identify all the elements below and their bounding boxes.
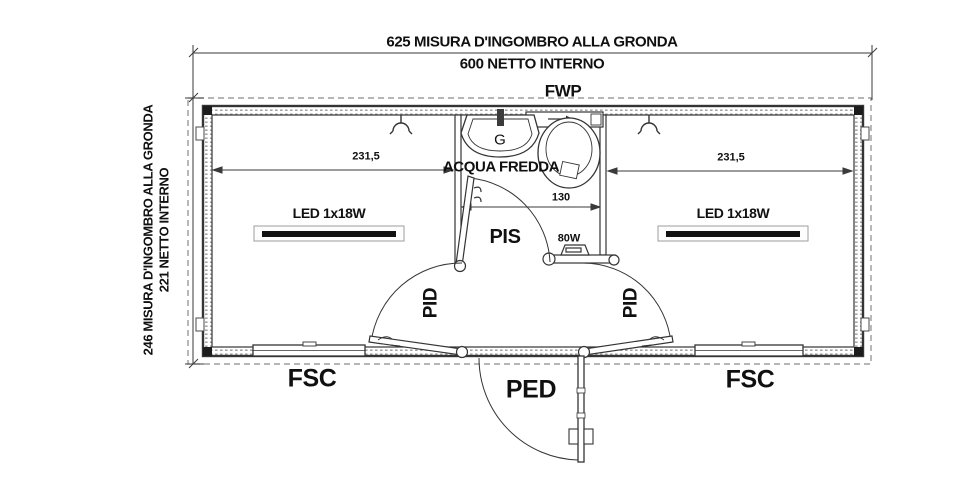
pid-label-left: PID (420, 287, 442, 319)
pid-label-right: PID (620, 287, 642, 319)
light-80w-fixture (542, 244, 620, 266)
led-fixture-left (253, 225, 405, 242)
door-pis (453, 175, 551, 273)
dimension-line-bathroom (460, 203, 602, 211)
toilet (537, 117, 601, 189)
door-pid-right (577, 262, 674, 359)
dimension-line-room-left (211, 166, 455, 174)
dim-label-top-inner: 600 NETTO INTERNO (459, 55, 605, 73)
dim-label-bathroom: 130 (551, 191, 571, 204)
wall-hatch (204, 107, 862, 356)
window-fsc-left (252, 341, 366, 357)
wall-brackets (195, 126, 870, 332)
fwp-label: FWP (544, 81, 582, 101)
pis-label: PIS (489, 226, 521, 248)
lamp-symbol-right (637, 115, 661, 135)
fsc-label-right: FSC (725, 365, 775, 394)
dim-label-room-right: 231,5 (717, 151, 745, 164)
lamp-symbol-left (389, 115, 413, 135)
dim-label-top-outer: 625 MISURA D'INGOMBRO ALLA GRONDA (386, 33, 678, 51)
dimension-line-left (185, 92, 204, 369)
led-label-left: LED 1x18W (292, 205, 366, 221)
door-pid-left (368, 262, 469, 359)
acqua-fredda-label: ACQUA FREDDA (442, 158, 560, 176)
corner-posts (203, 106, 863, 356)
ped-label: PED (505, 375, 557, 404)
sink (460, 109, 540, 158)
dimension-line-room-right (606, 167, 854, 175)
window-fsc-right (694, 341, 804, 357)
door-ped (478, 355, 594, 463)
dimension-line-top (188, 45, 878, 100)
fsc-label-left: FSC (287, 364, 337, 393)
dim-label-left-inner: 221 NETTO INTERNO (156, 167, 172, 293)
led-label-right: LED 1x18W (696, 205, 770, 221)
roof-overhang-outline (187, 97, 872, 365)
dim-label-left-outer: 246 MISURA D'INGOMBRO ALLA GRONDA (140, 104, 156, 356)
sink-g-label: G (494, 131, 506, 149)
dim-label-room-left: 231,5 (352, 150, 380, 163)
led-fixture-right (657, 225, 809, 242)
w80-label: 80W (557, 232, 581, 245)
